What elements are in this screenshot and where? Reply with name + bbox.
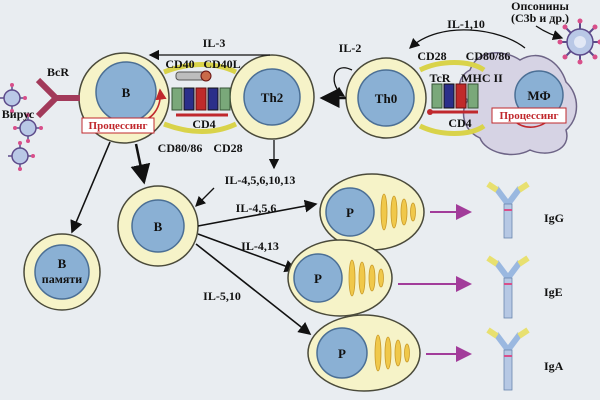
cd4-right-label: CD4 [448, 116, 471, 130]
il-4-5-6-label: IL-4,5,6 [236, 201, 277, 215]
processing-label-right: Процессинг [500, 110, 559, 122]
iga-label: IgA [544, 359, 564, 373]
b-to-p1-arrow [197, 199, 318, 227]
memory-label-line2: памяти [42, 272, 82, 286]
th2-cell: Th2 [229, 54, 315, 140]
b-th2-synapse [163, 62, 238, 134]
bcr-receptor [35, 77, 80, 119]
il-5-10-label: IL-5,10 [203, 289, 241, 303]
igg-label: IgG [544, 211, 564, 225]
processing-box-left [81, 117, 155, 134]
b-second-label: B [154, 219, 163, 234]
virus-icon-top [0, 83, 27, 113]
cd80-86-right-label: CD80/86 [466, 49, 511, 63]
ige-antibody-icon [486, 255, 530, 319]
macrophage-cell: МФ Процессинг [458, 52, 578, 156]
processing-label-left: Процессинг [89, 120, 148, 132]
opsonins-label-sub: (C3b и др.) [511, 11, 569, 25]
b-main-label: B [122, 85, 131, 100]
cd28-right-label: CD28 [417, 49, 446, 63]
b-to-p3-arrow [195, 243, 312, 335]
th0-macrophage-synapse [418, 60, 486, 136]
memory-label-line1: B [58, 256, 67, 271]
cd40l-label: CD40L [203, 57, 240, 71]
plasma-cell-3: P [307, 314, 421, 392]
processing-box-right [491, 107, 567, 124]
ige-label: IgE [544, 285, 563, 299]
th2-label: Th2 [261, 90, 283, 105]
virus-icon-mid [13, 113, 43, 143]
il-4-5-6-10-13-label: IL-4,5,6,10,13 [225, 173, 296, 187]
b-to-b-second-arrow [130, 143, 151, 185]
mhc2-label: MHC II [461, 71, 503, 85]
cd80-86-left-label: CD80/86 [158, 141, 203, 155]
il-1-10-arrow [409, 29, 526, 49]
b-to-p2-arrow [197, 233, 298, 273]
memory-b-cell: B памяти [23, 233, 101, 311]
macrophage-label: МФ [527, 88, 550, 103]
p1-label: P [346, 205, 354, 220]
il-3-label: IL-3 [203, 36, 226, 50]
th0-cell: Th0 [345, 57, 427, 139]
igg-antibody-icon [486, 181, 530, 239]
iga-antibody-icon [486, 327, 530, 391]
plasma-cell-1: P [319, 173, 425, 251]
opsonized-particle-icon [557, 18, 600, 65]
cd4-left-label: CD4 [192, 117, 215, 131]
p3-label: P [338, 346, 346, 361]
virus-label: Вирус [2, 107, 35, 121]
il-2-label: IL-2 [339, 41, 362, 55]
il-4-13-label: IL-4,13 [241, 239, 279, 253]
tcr-label: TcR [430, 71, 451, 85]
plasma-cell-2: P [287, 239, 393, 317]
cd40-label: CD40 [165, 57, 194, 71]
p2-label: P [314, 271, 322, 286]
bcr-label: BcR [47, 65, 69, 79]
b-to-memory-arrow [70, 141, 111, 234]
virus-icon-bottom [8, 141, 35, 171]
b-cell-second: B [117, 185, 199, 267]
opsonins-label: Опсонины [511, 0, 569, 13]
th0-label: Th0 [375, 91, 397, 106]
il-2-arrow [333, 67, 353, 97]
il-1-10-label: IL-1,10 [447, 17, 485, 31]
cd28-left-label: CD28 [213, 141, 242, 155]
